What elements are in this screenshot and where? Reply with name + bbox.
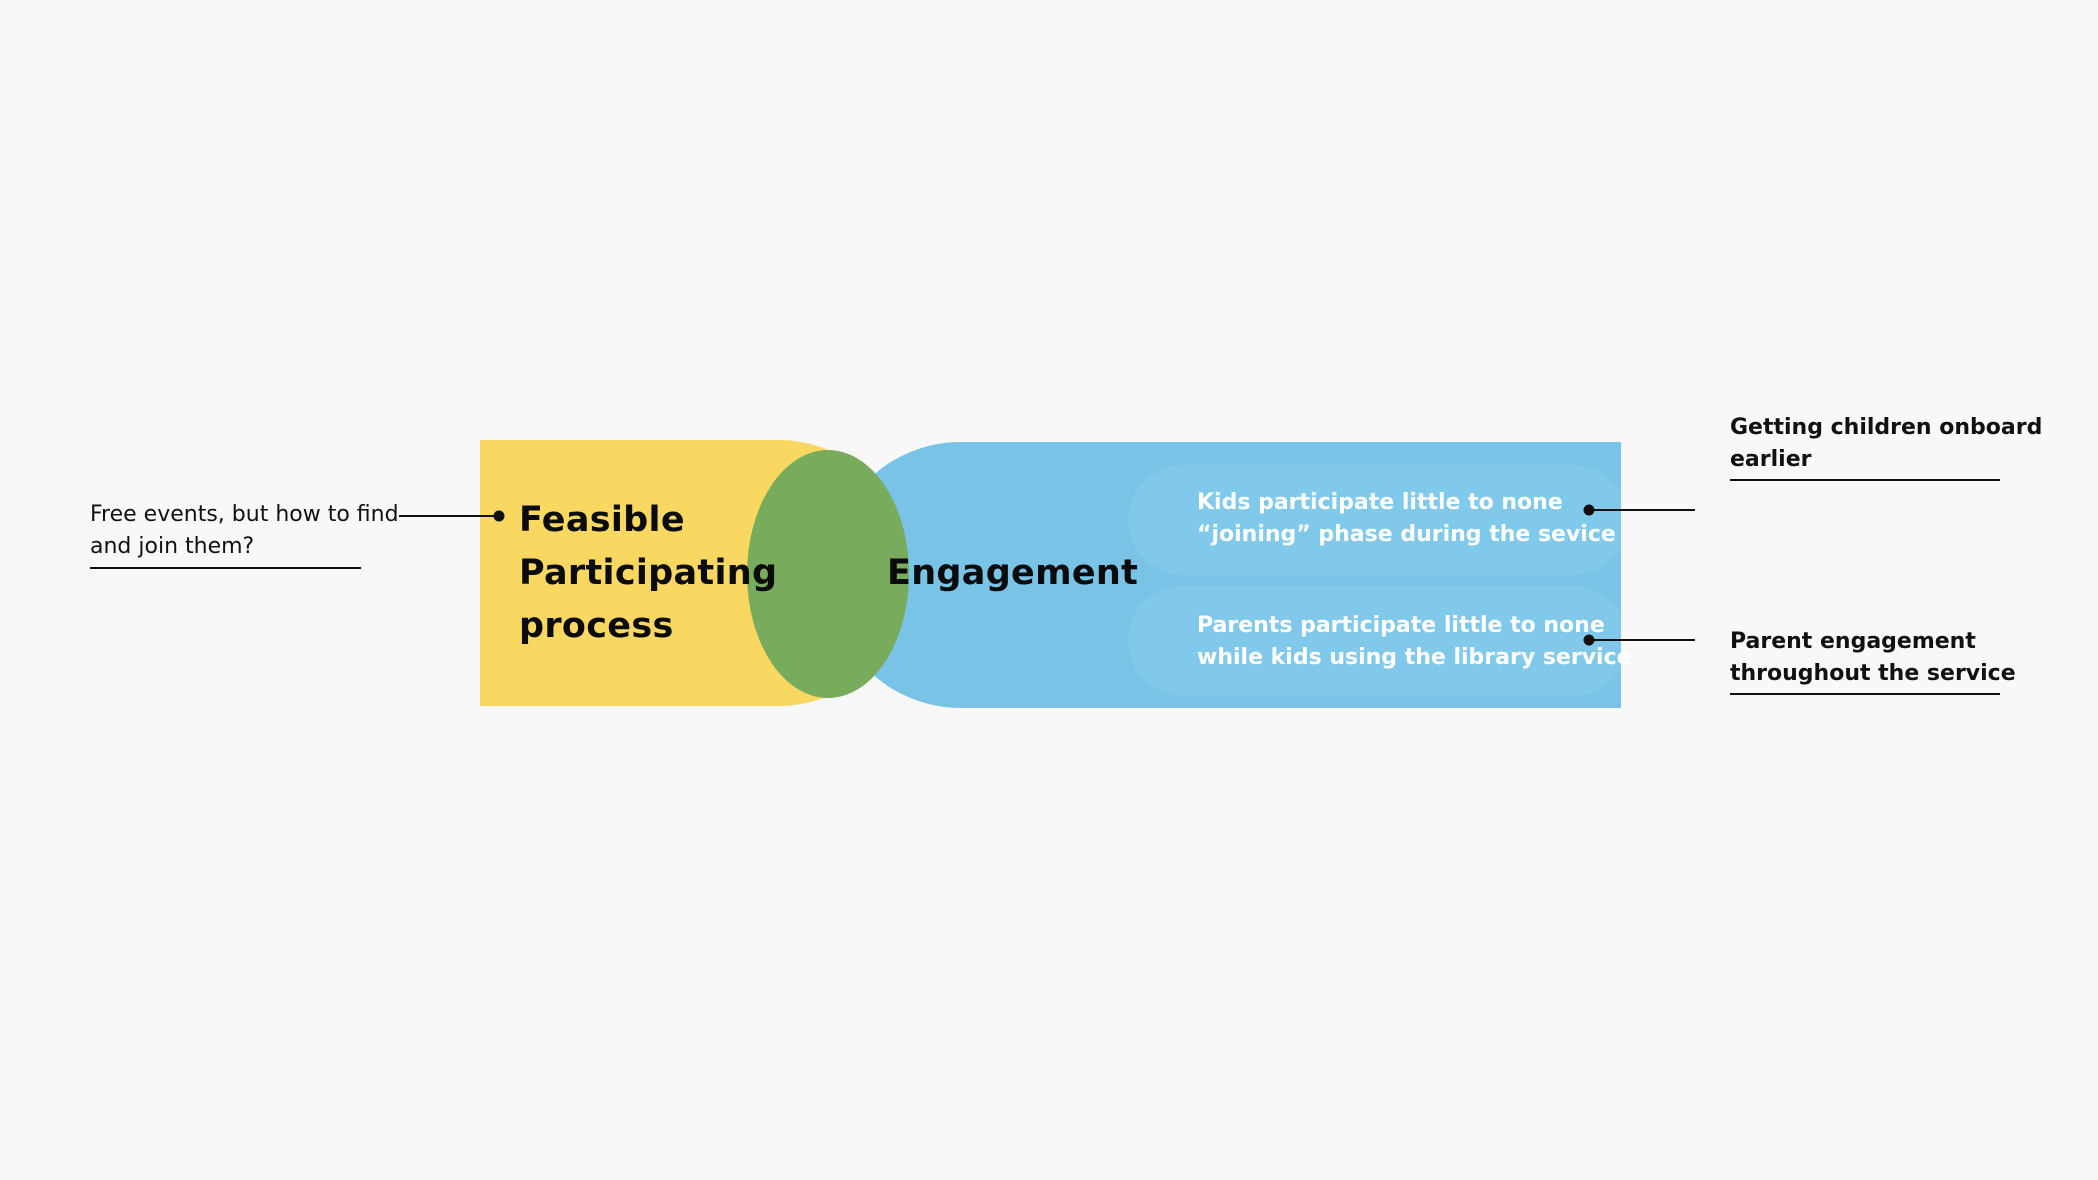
pill-line: Kids participate little to none <box>1197 490 1563 515</box>
annotation-line: earlier <box>1730 447 1812 472</box>
connector-right-bottom-dot <box>1583 634 1595 646</box>
annotation-line: Getting children onboard <box>1730 415 2043 440</box>
connector-left-dot <box>493 510 505 522</box>
annotation-right-top: Getting children onboard earlier <box>1730 412 2042 476</box>
annotation-left: Free events, but how to find and join th… <box>90 499 399 563</box>
connector-right-top-dot <box>1583 504 1595 516</box>
annotation-line: and join them? <box>90 534 255 559</box>
pill-line: while kids using the library service <box>1197 645 1632 670</box>
pill-parents-text: Parents participate little to none while… <box>1197 610 1632 674</box>
pill-kids <box>1128 465 1628 575</box>
engagement-title: Engagement <box>887 553 1139 593</box>
annotation-line: throughout the service <box>1730 661 2016 686</box>
overlap-region <box>747 450 909 698</box>
pill-parents <box>1128 586 1628 696</box>
pill-line: “joining” phase during the sevice <box>1197 522 1616 547</box>
pill-line: Parents participate little to none <box>1197 613 1605 638</box>
pill-kids-text: Kids participate little to none “joining… <box>1197 487 1616 551</box>
title-line: Feasible <box>519 500 685 540</box>
title-line: Participating <box>519 553 778 593</box>
annotation-right-bottom: Parent engagement throughout the service <box>1730 626 2016 690</box>
annotation-line: Free events, but how to find <box>90 502 399 527</box>
feasible-participating-title: Feasible Participating process <box>519 494 777 653</box>
title-line: process <box>519 606 674 646</box>
annotation-line: Parent engagement <box>1730 629 1976 654</box>
